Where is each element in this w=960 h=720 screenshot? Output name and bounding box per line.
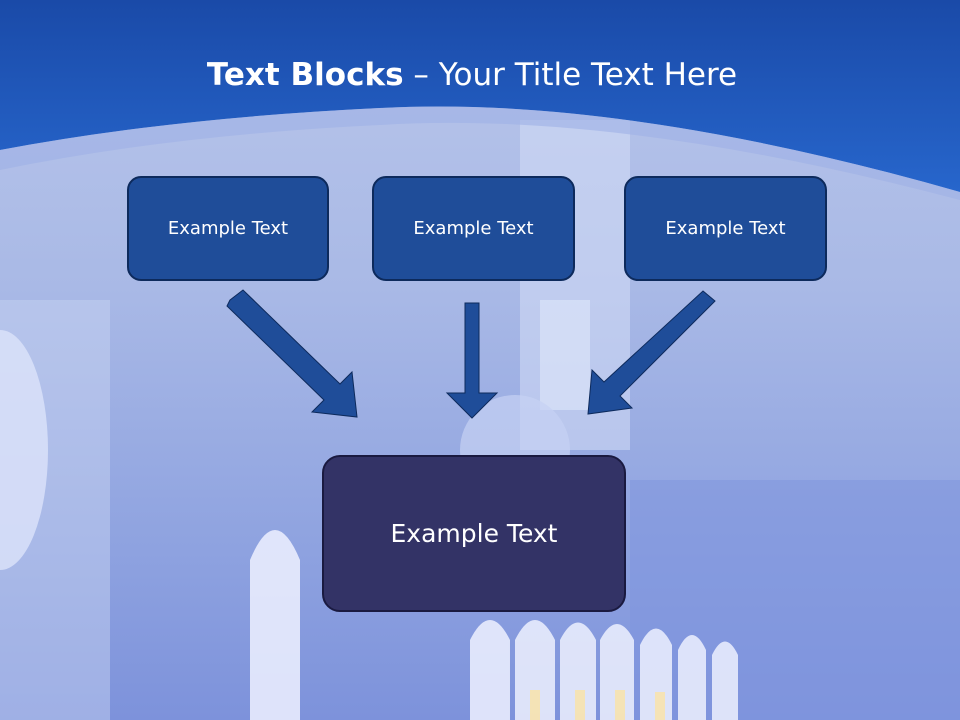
title-rest: Your Title Text Here (438, 57, 738, 93)
text-block-1-label: Example Text (167, 218, 289, 239)
slide-title: Text Blocks – Your Title Text Here (0, 55, 944, 95)
text-block-2-label: Example Text (413, 218, 534, 239)
target-block-label: Example Text (390, 519, 558, 548)
arrow-right (587, 290, 716, 415)
arrow-left (226, 289, 358, 418)
arrow-center (445, 302, 499, 419)
text-block-3: Example Text (624, 176, 827, 281)
title-bold: Text Blocks (206, 57, 404, 93)
title-separator: – (403, 57, 439, 93)
target-block: Example Text (322, 455, 626, 612)
text-block-3-label: Example Text (665, 218, 786, 239)
header-band (0, 0, 960, 200)
text-block-1: Example Text (127, 176, 329, 281)
text-block-2: Example Text (372, 176, 575, 281)
